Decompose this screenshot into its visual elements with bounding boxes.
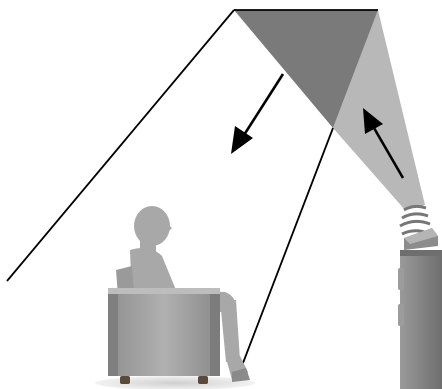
light-beam xyxy=(333,10,425,210)
mirror xyxy=(234,10,378,128)
viewer-shoe xyxy=(232,368,250,382)
projection-arrow xyxy=(363,108,405,179)
speaker-cabinet xyxy=(398,250,442,389)
screen-edge-right xyxy=(242,127,334,364)
screen-edge-left xyxy=(6,9,235,282)
projector-beam-waves xyxy=(399,204,431,236)
projector-icon xyxy=(404,228,438,250)
floor-shadow xyxy=(95,376,255,389)
reflection-arrow xyxy=(231,73,285,154)
armchair xyxy=(108,266,220,384)
